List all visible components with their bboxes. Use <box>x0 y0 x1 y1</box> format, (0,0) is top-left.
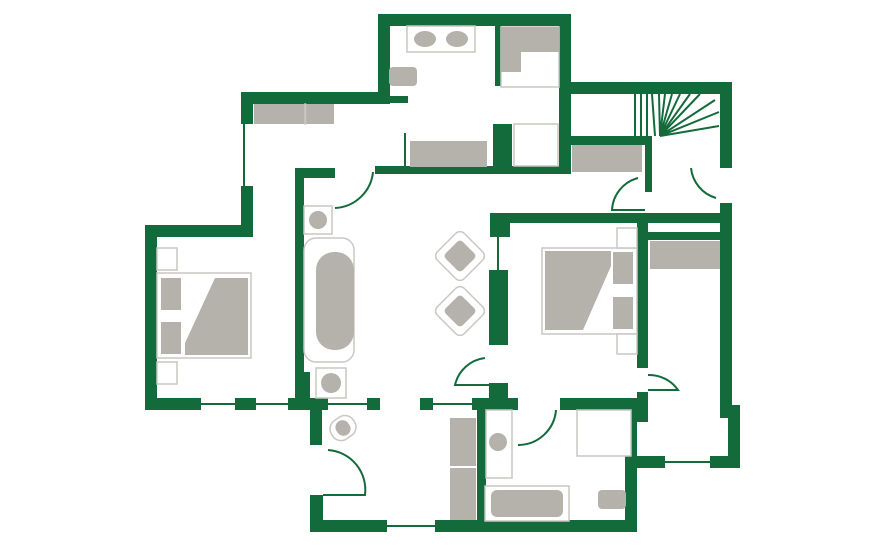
wall <box>241 92 253 124</box>
wall <box>243 124 245 186</box>
wall <box>497 237 499 270</box>
blanket <box>545 251 611 330</box>
wall <box>490 213 730 223</box>
toilet-bowl <box>321 373 341 393</box>
window <box>665 461 710 463</box>
door-swing <box>453 357 489 386</box>
wall <box>367 398 380 410</box>
wall <box>645 232 725 240</box>
wall <box>637 223 648 368</box>
nightstand <box>616 333 638 355</box>
wall <box>495 26 501 86</box>
bathtub-basin <box>316 252 354 350</box>
wall <box>295 168 304 398</box>
wall <box>435 520 637 532</box>
sink-basin <box>309 211 327 229</box>
doors <box>323 167 717 496</box>
sink-bowl <box>446 31 468 47</box>
window <box>433 403 478 405</box>
door-swing <box>323 449 367 496</box>
wall <box>637 456 665 468</box>
wall <box>388 96 408 103</box>
wall <box>404 133 406 168</box>
wall <box>378 14 571 26</box>
walls <box>145 14 740 532</box>
wall <box>493 124 512 170</box>
cabinet <box>572 145 642 172</box>
wall <box>295 168 335 178</box>
window <box>387 525 435 527</box>
wall <box>490 213 510 237</box>
wall <box>145 398 201 410</box>
wall <box>310 398 322 445</box>
wardrobe <box>450 418 476 466</box>
wall <box>489 270 508 345</box>
wall <box>489 383 508 403</box>
door-swing <box>334 171 374 209</box>
pillow <box>161 278 181 310</box>
armchair-seat <box>444 295 476 327</box>
door-swing <box>610 177 645 211</box>
blanket <box>185 278 248 355</box>
wall <box>477 398 486 520</box>
counter <box>410 141 487 167</box>
washer <box>598 490 626 509</box>
counter-top <box>501 27 559 72</box>
wall <box>310 520 387 532</box>
wall <box>378 14 390 104</box>
stool <box>389 67 417 86</box>
wall <box>235 398 256 410</box>
cabinet <box>576 409 632 457</box>
wall <box>295 372 310 402</box>
wall <box>145 225 157 410</box>
wall <box>241 186 253 237</box>
door-swing <box>517 409 557 447</box>
wall <box>375 166 565 174</box>
shower-drain <box>489 433 507 451</box>
pillow <box>613 297 633 329</box>
door-swing <box>647 373 680 391</box>
wardrobe <box>450 468 476 520</box>
nightstand <box>156 247 178 271</box>
wall <box>645 136 652 192</box>
fridge <box>513 123 559 167</box>
sink-bowl <box>414 31 436 47</box>
wall <box>560 82 732 94</box>
wall <box>728 405 740 468</box>
cabinet-divider <box>304 103 307 125</box>
wall <box>637 392 648 422</box>
bathtub-basin <box>491 490 563 517</box>
nightstand <box>156 361 178 385</box>
wall <box>145 225 253 237</box>
armchair-seat <box>444 240 476 272</box>
stair-steps <box>634 93 720 137</box>
nightstand <box>616 227 638 249</box>
stairs <box>634 93 720 137</box>
cabinet <box>254 104 334 124</box>
wall <box>420 398 433 410</box>
pillow <box>161 322 181 354</box>
wall <box>720 82 732 168</box>
wall <box>720 203 732 418</box>
wall <box>241 92 390 104</box>
pillow <box>613 252 633 284</box>
door-swing <box>690 167 717 199</box>
wall <box>560 136 652 145</box>
furniture <box>156 25 720 522</box>
toilet-bowl <box>335 420 351 436</box>
wardrobe <box>650 241 720 269</box>
